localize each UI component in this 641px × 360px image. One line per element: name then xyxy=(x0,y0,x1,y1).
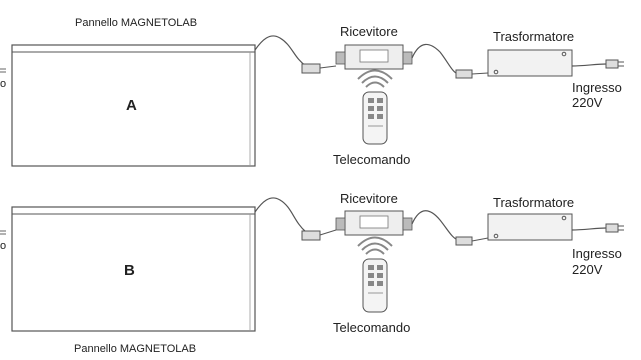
transformer-label-a: Trasformatore xyxy=(493,29,575,44)
power-cord-b xyxy=(571,227,607,231)
receiver-b xyxy=(335,210,413,236)
left-connector-a xyxy=(0,68,6,73)
panel-b-frame xyxy=(11,206,256,332)
panel-a xyxy=(11,44,256,167)
power-cord-a xyxy=(571,63,607,67)
remote-control-icon xyxy=(362,258,388,313)
transformer-label-b: Trasformatore xyxy=(493,195,575,210)
receiver-label-a: Ricevitore xyxy=(340,24,398,39)
connector-b2 xyxy=(455,236,489,246)
power-plug-icon xyxy=(605,223,624,233)
panel-letter-a: A xyxy=(126,97,137,114)
left-edge-text-b: o xyxy=(0,240,7,252)
transformer-a xyxy=(487,49,573,77)
panel-label-a: Pannello MAGNETOLAB xyxy=(75,17,198,29)
cable-receiver-a xyxy=(411,43,459,75)
power-plug-icon xyxy=(605,59,624,69)
row-a xyxy=(0,35,624,167)
input-label-line1-a: Ingresso xyxy=(572,80,622,95)
left-connector-b xyxy=(0,230,6,235)
input-label-line2-a: 220V xyxy=(572,95,603,110)
input-label-line2-b: 220V xyxy=(572,262,603,277)
remote-label-b: Telecomando xyxy=(333,320,411,335)
cable-panel-b xyxy=(254,197,307,233)
panel-letter-b: B xyxy=(124,262,135,279)
wireless-signal-icon xyxy=(357,69,393,88)
panel-label-b: Pannello MAGNETOLAB xyxy=(74,343,197,355)
row-b xyxy=(0,197,624,332)
receiver-a xyxy=(335,44,413,70)
cable-panel-a xyxy=(254,35,307,67)
panel-a-frame xyxy=(11,44,256,167)
cable-receiver-b xyxy=(411,210,459,241)
wireless-signal-icon xyxy=(357,236,393,255)
panel-b xyxy=(11,206,256,332)
receiver-label-b: Ricevitore xyxy=(340,191,398,206)
connector-b1 xyxy=(301,229,337,241)
connector-a2 xyxy=(455,69,489,79)
connector-a1 xyxy=(301,63,337,74)
remote-label-a: Telecomando xyxy=(333,152,411,167)
left-edge-text-a: o xyxy=(0,78,7,90)
input-label-line1-b: Ingresso xyxy=(572,246,622,261)
remote-control-icon xyxy=(362,91,388,145)
transformer-b xyxy=(487,213,573,241)
